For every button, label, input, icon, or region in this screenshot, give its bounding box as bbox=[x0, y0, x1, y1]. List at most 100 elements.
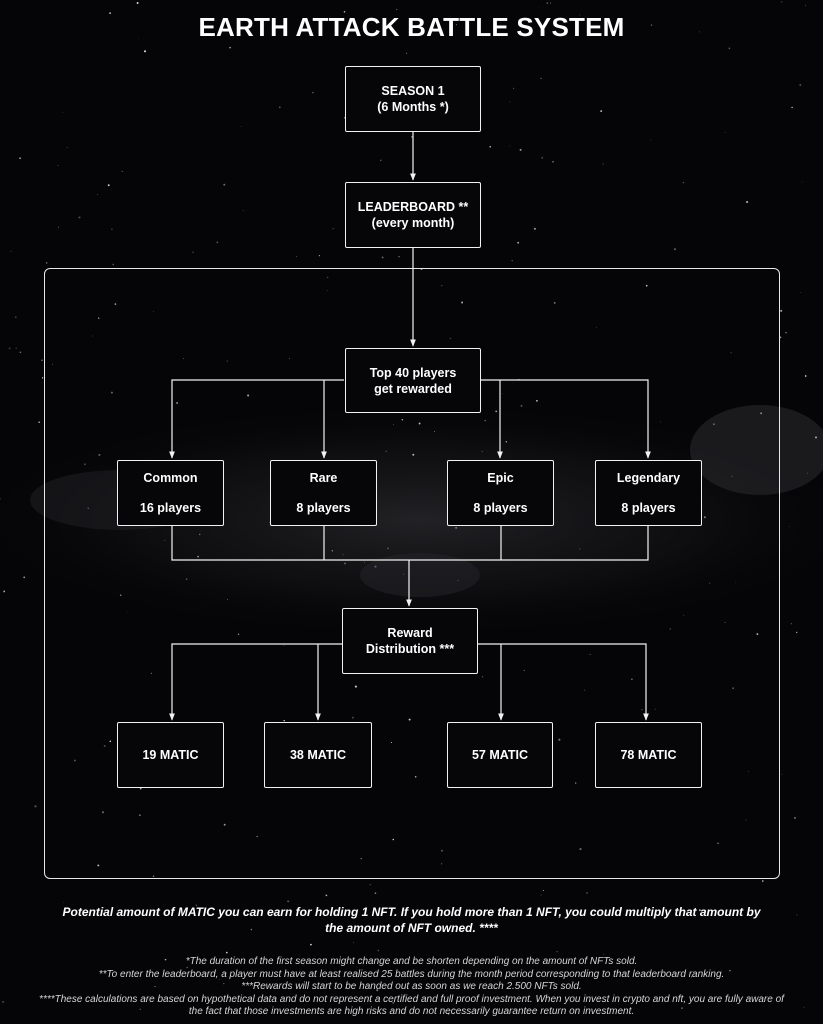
star bbox=[730, 352, 732, 354]
star bbox=[223, 982, 225, 985]
potential-earnings-note: Potential amount of MATIC you can earn f… bbox=[62, 905, 761, 935]
star bbox=[728, 47, 731, 50]
star bbox=[575, 782, 577, 784]
star bbox=[523, 670, 525, 672]
star bbox=[343, 11, 346, 13]
star bbox=[780, 309, 783, 312]
star bbox=[713, 423, 715, 425]
star bbox=[803, 1006, 805, 1008]
tier-players: 16 players bbox=[139, 501, 202, 515]
star bbox=[602, 163, 604, 165]
star bbox=[353, 942, 354, 944]
star bbox=[8, 347, 11, 350]
star bbox=[139, 814, 141, 816]
star bbox=[344, 562, 346, 565]
star bbox=[682, 182, 684, 184]
star bbox=[731, 475, 733, 477]
star bbox=[520, 404, 523, 407]
star bbox=[756, 633, 759, 636]
star bbox=[552, 161, 554, 163]
footnote-leaderboard-entry: **To enter the leaderboard, a player mus… bbox=[98, 968, 725, 980]
star bbox=[434, 965, 435, 967]
star bbox=[501, 393, 503, 394]
star bbox=[109, 740, 112, 743]
star bbox=[729, 970, 731, 972]
star bbox=[97, 194, 99, 196]
star bbox=[331, 550, 333, 552]
star bbox=[110, 391, 113, 394]
star bbox=[761, 880, 764, 882]
star bbox=[154, 986, 156, 988]
star bbox=[247, 394, 250, 397]
star bbox=[41, 377, 44, 379]
star bbox=[62, 111, 64, 113]
star bbox=[98, 317, 100, 319]
star bbox=[374, 892, 377, 894]
star bbox=[392, 1001, 395, 1004]
reward-distribution-line2: Distribution *** bbox=[365, 642, 455, 656]
star bbox=[495, 410, 498, 413]
star bbox=[278, 106, 281, 109]
season-duration: (6 Months *) bbox=[377, 100, 449, 114]
tier-name: Legendary bbox=[616, 471, 681, 485]
star bbox=[109, 12, 111, 15]
star bbox=[512, 87, 515, 90]
star bbox=[434, 431, 436, 433]
star bbox=[226, 599, 228, 600]
star bbox=[237, 633, 240, 636]
star bbox=[746, 200, 749, 204]
star bbox=[216, 241, 219, 244]
star bbox=[650, 24, 653, 26]
star bbox=[441, 849, 443, 852]
star bbox=[84, 463, 86, 466]
star bbox=[724, 131, 726, 133]
star bbox=[785, 332, 787, 334]
star bbox=[796, 914, 798, 916]
star bbox=[533, 227, 536, 230]
top-players-line2: get rewarded bbox=[374, 381, 452, 396]
tier-players: 8 players bbox=[473, 501, 528, 515]
star bbox=[364, 562, 366, 564]
star bbox=[546, 2, 549, 4]
star bbox=[97, 864, 100, 867]
star bbox=[540, 894, 542, 896]
star bbox=[152, 875, 155, 878]
star bbox=[226, 360, 228, 362]
tier-box-rare: Rare 8 players bbox=[270, 460, 377, 526]
reward-distribution-box: Reward Distribution *** bbox=[342, 608, 478, 674]
star bbox=[385, 450, 387, 452]
reward-box-78-matic: 78 MATIC bbox=[595, 722, 702, 788]
reward-box-19-matic: 19 MATIC bbox=[117, 722, 224, 788]
reward-amount: 38 MATIC bbox=[289, 748, 347, 762]
star bbox=[412, 453, 415, 456]
top-players-box: Top 40 players get rewarded bbox=[345, 348, 481, 413]
star bbox=[46, 262, 48, 264]
page-title: EARTH ATTACK BATTLE SYSTEM bbox=[198, 12, 625, 42]
star bbox=[103, 745, 106, 747]
star bbox=[136, 2, 139, 4]
star bbox=[698, 909, 701, 912]
star bbox=[219, 979, 220, 980]
star bbox=[240, 126, 242, 127]
star bbox=[127, 612, 129, 613]
tier-name: Rare bbox=[309, 471, 338, 485]
arrow-top-common bbox=[169, 379, 344, 459]
star bbox=[709, 582, 711, 584]
star bbox=[119, 594, 122, 596]
star bbox=[326, 276, 329, 279]
star bbox=[735, 581, 737, 583]
star bbox=[455, 526, 458, 529]
star bbox=[87, 507, 89, 509]
tier-box-epic: Epic 8 players bbox=[447, 460, 554, 526]
star bbox=[269, 522, 271, 523]
star bbox=[556, 951, 558, 953]
star bbox=[799, 292, 801, 293]
star bbox=[112, 263, 115, 266]
arrow-top-legendary bbox=[481, 379, 651, 459]
star bbox=[511, 259, 513, 262]
star bbox=[596, 327, 597, 328]
rewards-frame bbox=[44, 268, 780, 879]
star bbox=[509, 145, 511, 147]
star bbox=[380, 159, 382, 161]
footnote-season-duration: *The duration of the first season might … bbox=[185, 956, 638, 967]
